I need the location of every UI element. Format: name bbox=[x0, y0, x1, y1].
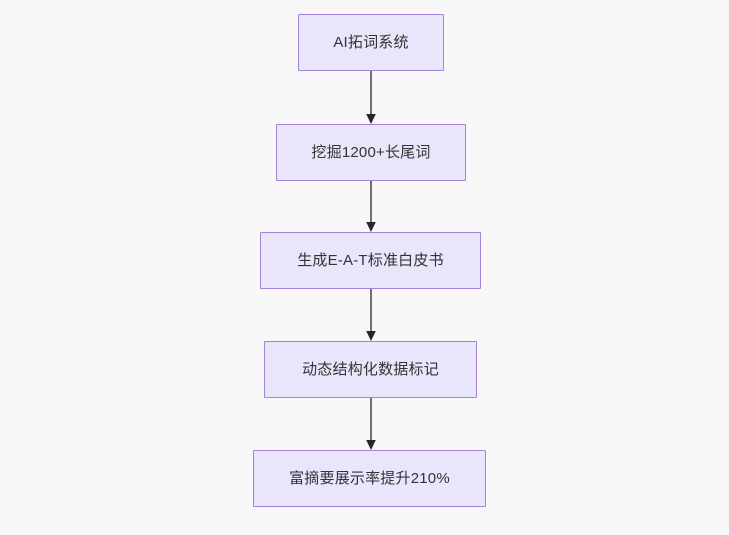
flow-edge-n4-n5 bbox=[366, 398, 376, 450]
flow-edge-n1-n2 bbox=[366, 71, 376, 124]
flow-node-generate-eat-whitepaper[interactable]: 生成E-A-T标准白皮书 bbox=[260, 232, 481, 289]
flow-node-ai-keyword-system[interactable]: AI拓词系统 bbox=[298, 14, 444, 71]
flow-node-dynamic-structured-data-markup[interactable]: 动态结构化数据标记 bbox=[264, 341, 477, 398]
flow-node-label: 挖掘1200+长尾词 bbox=[311, 143, 431, 161]
flow-edge-n3-n4 bbox=[366, 289, 376, 341]
flow-node-label: 生成E-A-T标准白皮书 bbox=[297, 251, 444, 269]
flow-node-label: 富摘要展示率提升210% bbox=[289, 469, 450, 487]
flow-node-label: AI拓词系统 bbox=[333, 33, 409, 51]
flow-node-rich-snippet-impression-lift[interactable]: 富摘要展示率提升210% bbox=[253, 450, 486, 507]
flow-node-label: 动态结构化数据标记 bbox=[302, 360, 439, 378]
flow-edge-n2-n3 bbox=[366, 181, 376, 232]
flow-node-mine-longtail-keywords[interactable]: 挖掘1200+长尾词 bbox=[276, 124, 466, 181]
